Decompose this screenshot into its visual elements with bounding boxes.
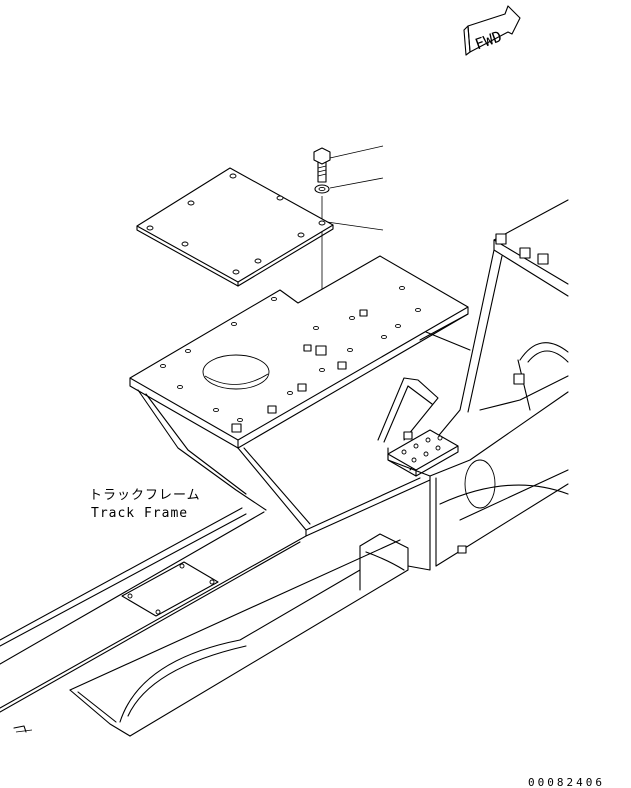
track-frame-beam: [0, 507, 409, 737]
washer-icon: [314, 184, 330, 194]
mounting-nuts: [231, 309, 368, 433]
mounting-plate-holes: [160, 285, 421, 423]
bolt-icon: [313, 147, 331, 183]
track-frame-label-jp: トラックフレーム: [89, 488, 201, 503]
center-bore: [202, 354, 270, 390]
cover-plate: [136, 167, 334, 287]
drawing-code: 00082406: [528, 776, 605, 788]
track-frame-label-en: Track Frame: [91, 506, 188, 521]
frame-supports: [137, 313, 471, 537]
fwd-arrow-icon: FWD: [463, 5, 521, 56]
bracket: [377, 377, 459, 477]
cover-plate-holes: [146, 173, 326, 275]
frame-upper-box: [387, 199, 569, 571]
frame-side-hole: [464, 459, 496, 509]
mounting-plate: [129, 255, 469, 449]
